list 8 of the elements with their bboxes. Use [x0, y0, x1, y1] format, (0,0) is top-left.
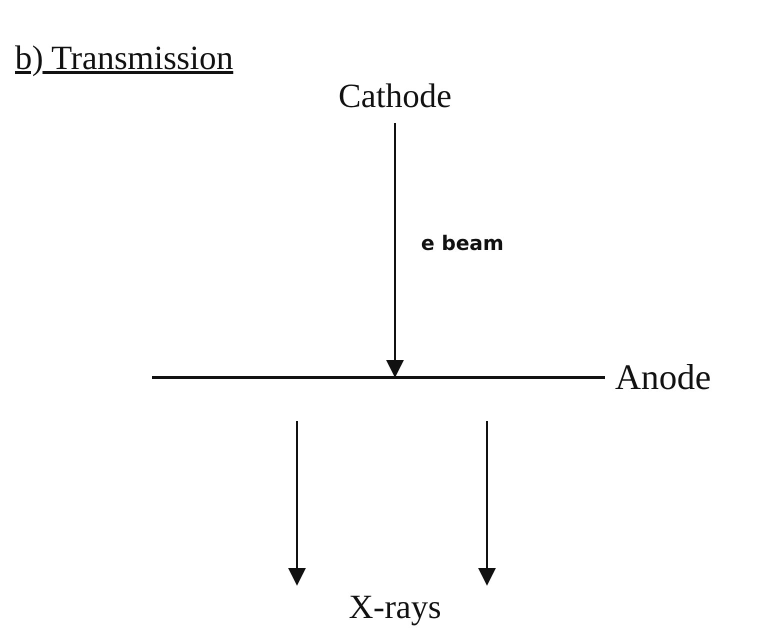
node-label: Cathode — [338, 78, 452, 116]
arrow — [288, 421, 306, 586]
title: b) Transmission — [15, 40, 234, 78]
anode-line — [152, 376, 605, 379]
arrow — [478, 421, 496, 586]
arrow — [386, 123, 404, 378]
part-label: Anode — [615, 356, 711, 398]
node-label: X-rays — [348, 589, 442, 627]
